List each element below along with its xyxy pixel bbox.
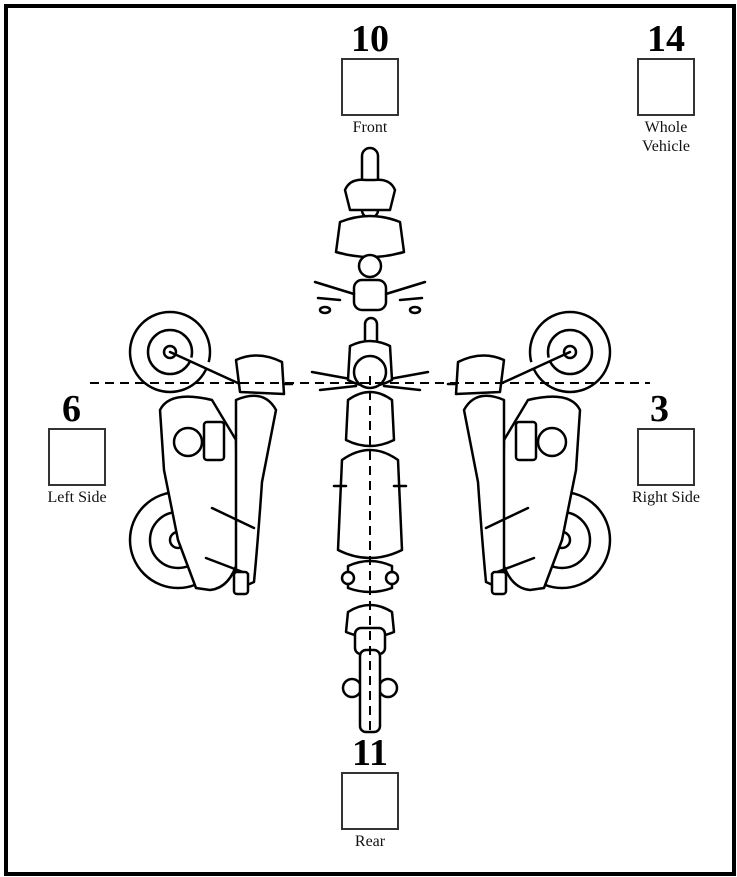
motorcycle-left-side-view xyxy=(130,312,292,594)
whole-vehicle-label-line2: Vehicle xyxy=(626,137,706,156)
front-label: Front xyxy=(338,118,402,137)
whole-vehicle-number: 14 xyxy=(626,20,706,58)
front-position: 10 Front xyxy=(338,20,402,137)
left-side-label: Left Side xyxy=(38,488,116,507)
left-side-position: 6 Left Side xyxy=(38,390,116,507)
right-side-position: 3 Right Side xyxy=(622,390,710,507)
whole-vehicle-position: 14 Whole Vehicle xyxy=(626,20,706,156)
right-side-checkbox[interactable] xyxy=(637,428,695,486)
right-side-label: Right Side xyxy=(622,488,710,507)
motorcycle-right-side-view xyxy=(448,312,610,594)
right-side-number: 3 xyxy=(622,390,710,428)
rear-checkbox[interactable] xyxy=(341,772,399,830)
rear-label: Rear xyxy=(338,832,402,851)
front-number: 10 xyxy=(338,20,402,58)
rear-number: 11 xyxy=(338,734,402,772)
front-checkbox[interactable] xyxy=(341,58,399,116)
left-side-number: 6 xyxy=(38,390,116,428)
motorcycle-front-view xyxy=(315,148,425,313)
whole-vehicle-checkbox[interactable] xyxy=(637,58,695,116)
left-side-checkbox[interactable] xyxy=(48,428,106,486)
whole-vehicle-label-line1: Whole xyxy=(626,118,706,137)
rear-position: 11 Rear xyxy=(338,734,402,851)
